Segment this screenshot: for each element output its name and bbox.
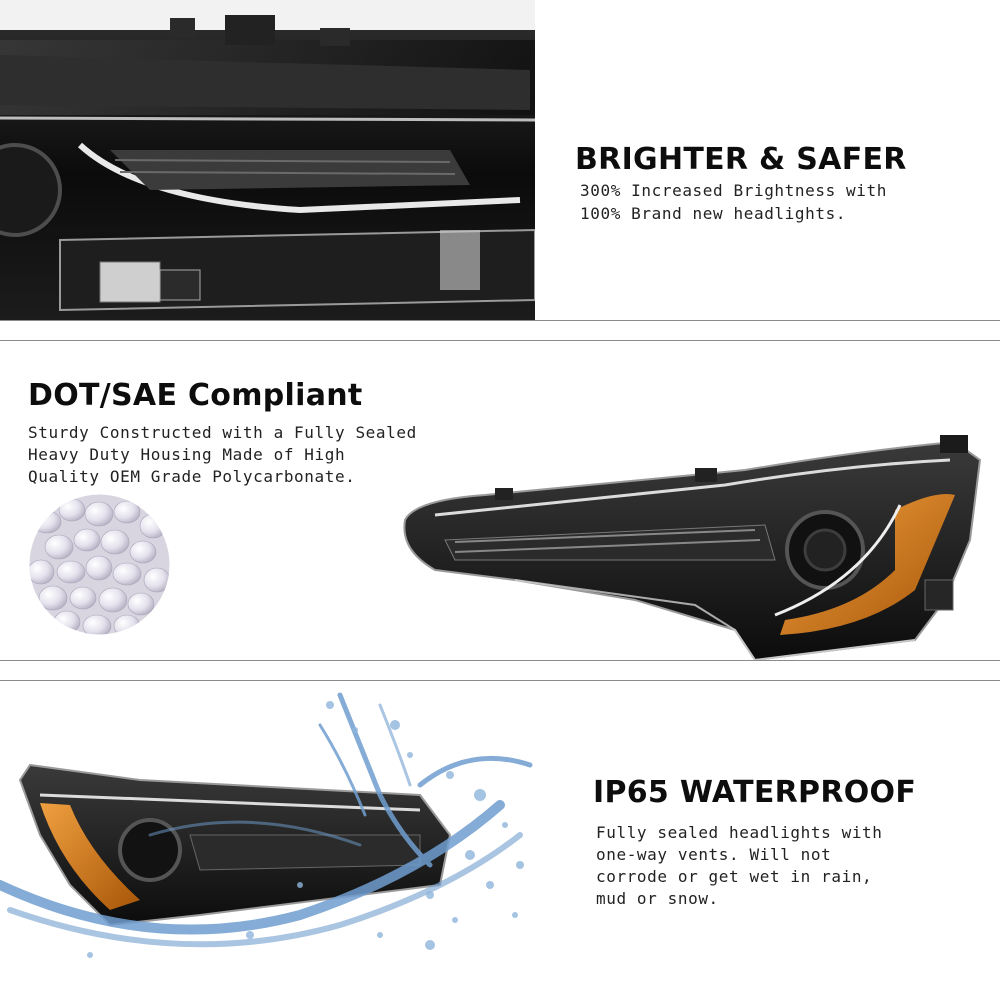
feature-description-line: corrode or get wet in rain,	[596, 867, 873, 886]
feature-description-line: Quality OEM Grade Polycarbonate.	[28, 467, 356, 486]
feature-panel-dot-sae: DOT/SAE Compliant Sturdy Constructed wit…	[0, 340, 1000, 660]
panel-divider	[0, 680, 1000, 681]
headlight-water-splash-photo	[0, 692, 533, 958]
panel-divider	[0, 660, 1000, 661]
feature-description-line: Heavy Duty Housing Made of High	[28, 445, 346, 464]
feature-panel-brighter: BRIGHTER & SAFER 300% Increased Brightne…	[0, 0, 1000, 320]
feature-title: DOT/SAE Compliant	[28, 378, 363, 413]
feature-description-line: Fully sealed headlights with	[596, 823, 883, 842]
feature-title: BRIGHTER & SAFER	[575, 142, 907, 177]
feature-description-line: Sturdy Constructed with a Fully Sealed	[28, 423, 417, 442]
feature-panel-waterproof: IP65 WATERPROOF Fully sealed headlights …	[0, 680, 1000, 1000]
feature-description-line: mud or snow.	[596, 889, 719, 908]
feature-title: IP65 WATERPROOF	[593, 775, 917, 810]
polycarbonate-pellets-photo	[29, 494, 170, 635]
headlight-assembly-photo	[403, 435, 982, 660]
feature-description-line: 300% Increased Brightness with	[580, 181, 887, 200]
panel-divider	[0, 320, 1000, 321]
panel-divider	[0, 340, 1000, 341]
feature-description-line: 100% Brand new headlights.	[580, 204, 847, 223]
headlight-closeup-photo	[0, 0, 535, 320]
feature-description-line: one-way vents. Will not	[596, 845, 832, 864]
